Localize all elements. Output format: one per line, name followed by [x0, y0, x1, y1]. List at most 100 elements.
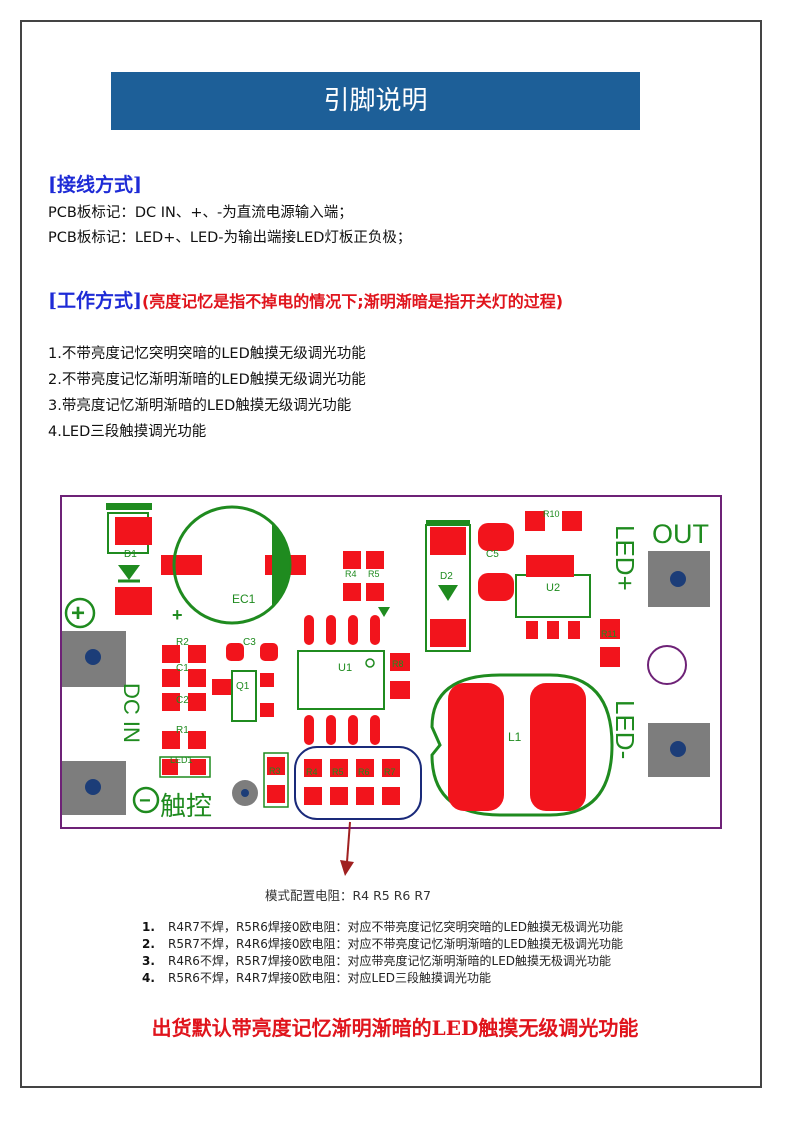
ref-c2: C2 [176, 695, 189, 706]
c2-pad-right [188, 693, 206, 711]
q1-pad-1 [212, 679, 232, 695]
u2-tab-pad [526, 555, 574, 577]
u1-pin-2 [326, 615, 336, 645]
config-row-4-num: 4. [142, 971, 155, 985]
r3-pad-bottom [267, 785, 285, 803]
led-minus-hole [670, 741, 686, 757]
led-minus-label: LED- [610, 700, 640, 759]
wiring-title-text: [接线方式] [48, 174, 142, 196]
page-title: 引脚说明 [111, 72, 640, 130]
wiring-section-title: [接线方式] [48, 170, 142, 197]
d1-diode-symbol [118, 565, 140, 580]
d1-pad-top [115, 517, 152, 545]
u1-pin1-mark [365, 658, 375, 668]
wiring-line-2: PCB板标记：LED+、LED-为输出端接LED灯板正负极； [48, 230, 412, 246]
config-row-3-num: 3. [142, 954, 155, 968]
out-label: OUT [652, 519, 709, 549]
r5b-pad-bottom [330, 787, 348, 805]
ref-c1: C1 [176, 663, 189, 674]
config-row-1: 1. R4R7不焊，R5R6焊接0欧电阻：对应不带亮度记忆突明突暗的LED触摸无极… [142, 918, 623, 935]
c1-pad-left [162, 669, 180, 687]
u1-pin-1 [304, 615, 314, 645]
page-frame [20, 20, 762, 1088]
r8-pad-bottom [390, 681, 410, 699]
r3-outline [263, 752, 289, 808]
u1-pin-5 [304, 715, 314, 745]
r10-pad-left [525, 511, 545, 531]
d1-pad-bottom [115, 587, 152, 615]
led-plus-hole [670, 571, 686, 587]
r4b-pad-top [304, 759, 322, 777]
q1-pad-2 [260, 673, 274, 687]
led1-outline [159, 756, 211, 778]
ec1-plus-mark: + [172, 605, 183, 625]
config-row-2: 2. R5R7不焊，R4R6焊接0欧电阻：对应不带亮度记忆渐明渐暗的LED触摸无极… [142, 935, 623, 952]
u1-pin-7 [348, 715, 358, 745]
r4-pad-top [343, 551, 361, 569]
d2-silk-bar [426, 520, 470, 526]
ec1-polarity-mark [272, 523, 290, 607]
r1-pad-right [188, 731, 206, 749]
pcb-svg: D1 EC1 + R4 R5 D2 C5 R10 U2 R11 OUT LED+… [60, 495, 722, 829]
c3-pad-left [226, 643, 244, 661]
u1-pin-4 [370, 615, 380, 645]
ref-u1: U1 [338, 662, 352, 674]
work-title-text: [工作方式] [48, 290, 142, 312]
plus-symbol: + [71, 600, 85, 627]
mode-arrow [340, 821, 354, 876]
config-row-2-text: R5R7不焊，R4R6焊接0欧电阻：对应不带亮度记忆渐明渐暗的LED触摸无极调光… [168, 937, 624, 951]
ref-r7: R7 [384, 767, 396, 777]
config-row-2-num: 2. [142, 937, 155, 951]
c2-pad-left [162, 693, 180, 711]
ref-l1: L1 [508, 730, 522, 744]
r4b-pad-bottom [304, 787, 322, 805]
r2-pad-right [188, 645, 206, 663]
work-section-title: [工作方式](亮度记忆是指不掉电的情况下;渐明渐暗是指开关灯的过程) [48, 286, 563, 313]
u2-pin-1 [526, 621, 538, 639]
touch-pad-hole [241, 789, 249, 797]
mode-resistors-highlight [294, 746, 422, 820]
led-plus-label: LED+ [610, 525, 640, 591]
wiring-line-1: PCB板标记：DC IN、+、-为直流电源输入端； [48, 205, 353, 221]
u1-pin-3 [348, 615, 358, 645]
footer-note: 出货默认带亮度记忆渐明渐暗的LED触摸无级调光功能 [151, 1016, 639, 1040]
pcb-diagram: D1 EC1 + R4 R5 D2 C5 R10 U2 R11 OUT LED+… [60, 495, 722, 829]
led1-pad-right [190, 759, 206, 775]
ref-r1: R1 [176, 725, 189, 736]
r7-pad-top [382, 759, 400, 777]
dc-in-label: DC IN [119, 683, 144, 743]
mode-line-4: 4.LED三段触摸调光功能 [48, 424, 207, 440]
ref-led1: LED1 [170, 755, 193, 765]
r6-pad-top [356, 759, 374, 777]
ref-c5: C5 [486, 549, 499, 560]
config-row-1-text: R4R7不焊，R5R6焊接0欧电阻：对应不带亮度记忆突明突暗的LED触摸无极调光… [168, 920, 624, 934]
ref-d2: D2 [440, 571, 453, 582]
l1-pad-right [530, 683, 586, 811]
mode-config-caption: 模式配置电阻：R4 R5 R6 R7 [265, 888, 431, 903]
ref-r5: R5 [368, 569, 380, 579]
ref-r5b: R5 [332, 767, 344, 777]
r11-pad-bottom [600, 647, 620, 667]
ref-c3: C3 [243, 637, 256, 648]
d2-pad-top [430, 527, 466, 555]
q1-pad-3 [260, 703, 274, 717]
c1-pad-right [188, 669, 206, 687]
q1-outline [231, 670, 257, 722]
touch-label: 触控 [160, 792, 212, 822]
ref-r11: R11 [601, 629, 617, 639]
r3-pad-top [267, 757, 285, 775]
config-row-1-num: 1. [142, 920, 155, 934]
r5-pad-bottom [366, 583, 384, 601]
d2-diode-symbol [438, 585, 458, 601]
l1-pad-left [448, 683, 504, 811]
ref-u2: U2 [546, 582, 560, 594]
minus-circle [132, 786, 160, 814]
dc-plus-hole [85, 649, 101, 665]
r7-pad-bottom [382, 787, 400, 805]
c5-pad-top [478, 523, 514, 551]
ref-r4: R4 [345, 569, 357, 579]
d2-pad-bottom [430, 619, 466, 647]
config-row-3: 3.R4R6不焊，R5R7焊接0欧电阻：对应带亮度记忆渐明渐暗的LED触摸无极调… [142, 952, 611, 969]
ref-r8: R8 [392, 659, 404, 669]
r1-pad-left [162, 731, 180, 749]
